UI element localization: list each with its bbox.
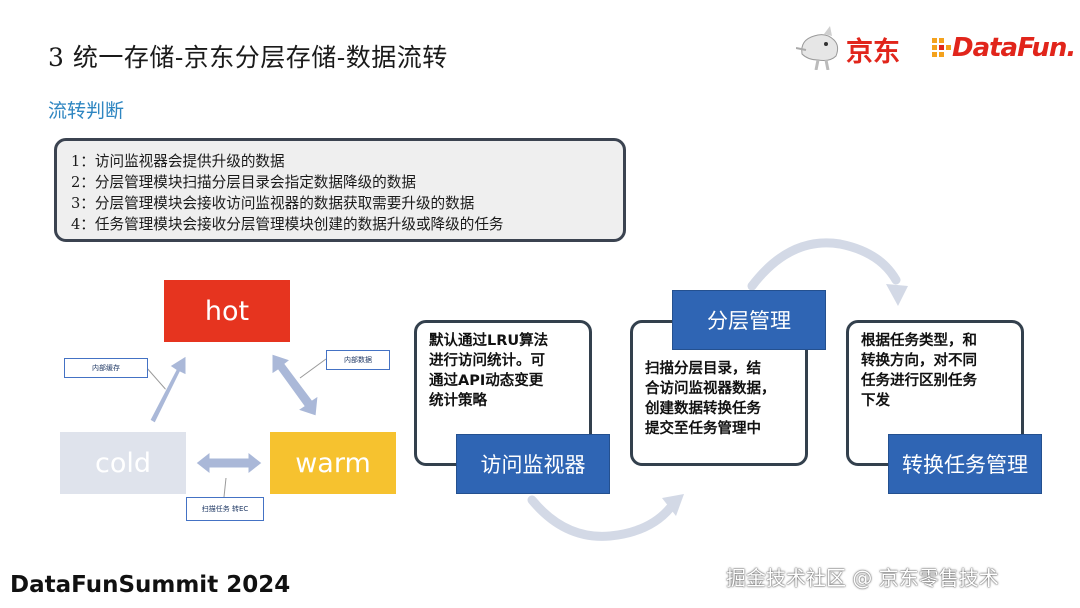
card-line: 扫描分层目录，结 bbox=[645, 361, 761, 377]
datafun-logo: DataFun. bbox=[930, 30, 1076, 70]
card-line: 进行访问统计。可 bbox=[429, 353, 545, 369]
card-line: 默认通过LRU算法 bbox=[429, 333, 549, 349]
monitor-to-tiering-curved-arrow bbox=[527, 494, 684, 541]
internal-cache-tag: 内部缓存 bbox=[64, 358, 148, 378]
datafun-logo-text: DataFun. bbox=[952, 33, 1076, 63]
datafun-dots-icon bbox=[932, 38, 951, 57]
step-item: 3：分层管理模块会接收访问监视器的数据获取需要升级的数据 bbox=[71, 195, 475, 212]
section-subtitle: 流转判断 bbox=[48, 100, 125, 122]
step-item: 2：分层管理模块扫描分层目录会指定数据降级的数据 bbox=[71, 174, 416, 191]
card-line: 统计策略 bbox=[429, 393, 487, 409]
data-flow-steps-box: 1：访问监视器会提供升级的数据 2：分层管理模块扫描分层目录会指定数据降级的数据… bbox=[54, 138, 626, 242]
footer-summit-label: DataFunSummit 2024 bbox=[10, 572, 291, 598]
step-item: 1：访问监视器会提供升级的数据 bbox=[71, 153, 285, 170]
jd-logo: 京东 bbox=[795, 26, 918, 71]
jd-dog-icon bbox=[795, 26, 839, 71]
task-manager-module: 转换任务管理 bbox=[888, 434, 1042, 494]
warm-tier-box: warm bbox=[270, 432, 396, 494]
scan-task-ec-tag: 扫描任务 转EC bbox=[186, 497, 264, 521]
card-line: 根据任务类型，和 bbox=[861, 333, 977, 349]
tag-left-callout-line bbox=[145, 366, 169, 393]
watermark: 掘金技术社区 @ 京东零售技术 bbox=[726, 566, 999, 590]
tag-bottom-callout-line bbox=[223, 477, 227, 498]
cold-warm-double-arrow bbox=[195, 450, 263, 476]
card-line: 下发 bbox=[861, 393, 890, 409]
card-line: 通过API动态变更 bbox=[429, 373, 544, 389]
tiering-to-task-curved-arrow bbox=[747, 238, 908, 306]
tiering-manager-module: 分层管理 bbox=[672, 290, 826, 350]
card-line: 创建数据转换任务 bbox=[645, 401, 761, 417]
tag-right-callout-line bbox=[299, 358, 327, 379]
step-item: 4：任务管理模块会接收分层管理模块创建的数据升级或降级的任务 bbox=[71, 216, 504, 233]
cold-to-hot-arrow bbox=[149, 355, 187, 424]
internal-data-tag: 内部数据 bbox=[326, 350, 390, 370]
hot-tier-box: hot bbox=[164, 280, 290, 342]
card-line: 转换方向，对不同 bbox=[861, 353, 977, 369]
jd-logo-text: 京东 bbox=[846, 37, 900, 68]
card-line: 合访问监视器数据， bbox=[645, 381, 776, 397]
card-line: 任务进行区别任务 bbox=[861, 373, 977, 389]
access-monitor-module: 访问监视器 bbox=[456, 434, 610, 494]
cold-tier-box: cold bbox=[60, 432, 186, 494]
hot-warm-double-arrow bbox=[271, 353, 319, 417]
page-title: 3 统一存储-京东分层存储-数据流转 bbox=[48, 43, 448, 72]
card-line: 提交至任务管理中 bbox=[645, 421, 761, 437]
